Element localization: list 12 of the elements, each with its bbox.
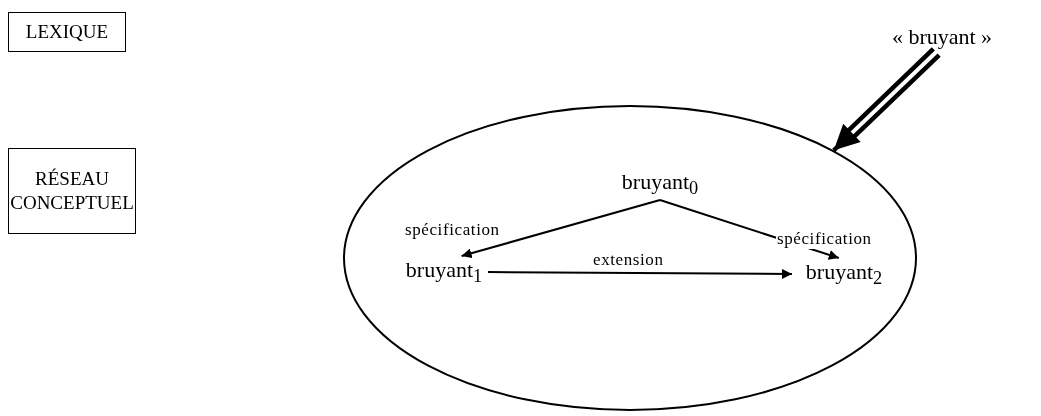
node-text: bruyant$_{0}$ [610,168,710,200]
edge-label: spécification [776,229,873,249]
label-box: RÉSEAU CONCEPTUEL [8,148,136,234]
node-text: « bruyant » [846,22,1038,52]
label-box: LEXIQUE [8,12,126,52]
node-text: bruyant$_{1}$ [400,256,488,288]
arrow [460,199,661,259]
ellipse [343,105,917,411]
edge-label: spécification [404,220,501,240]
node-text: bruyant$_{2}$ [792,258,896,290]
arrow [831,46,942,153]
arrow [487,268,793,279]
